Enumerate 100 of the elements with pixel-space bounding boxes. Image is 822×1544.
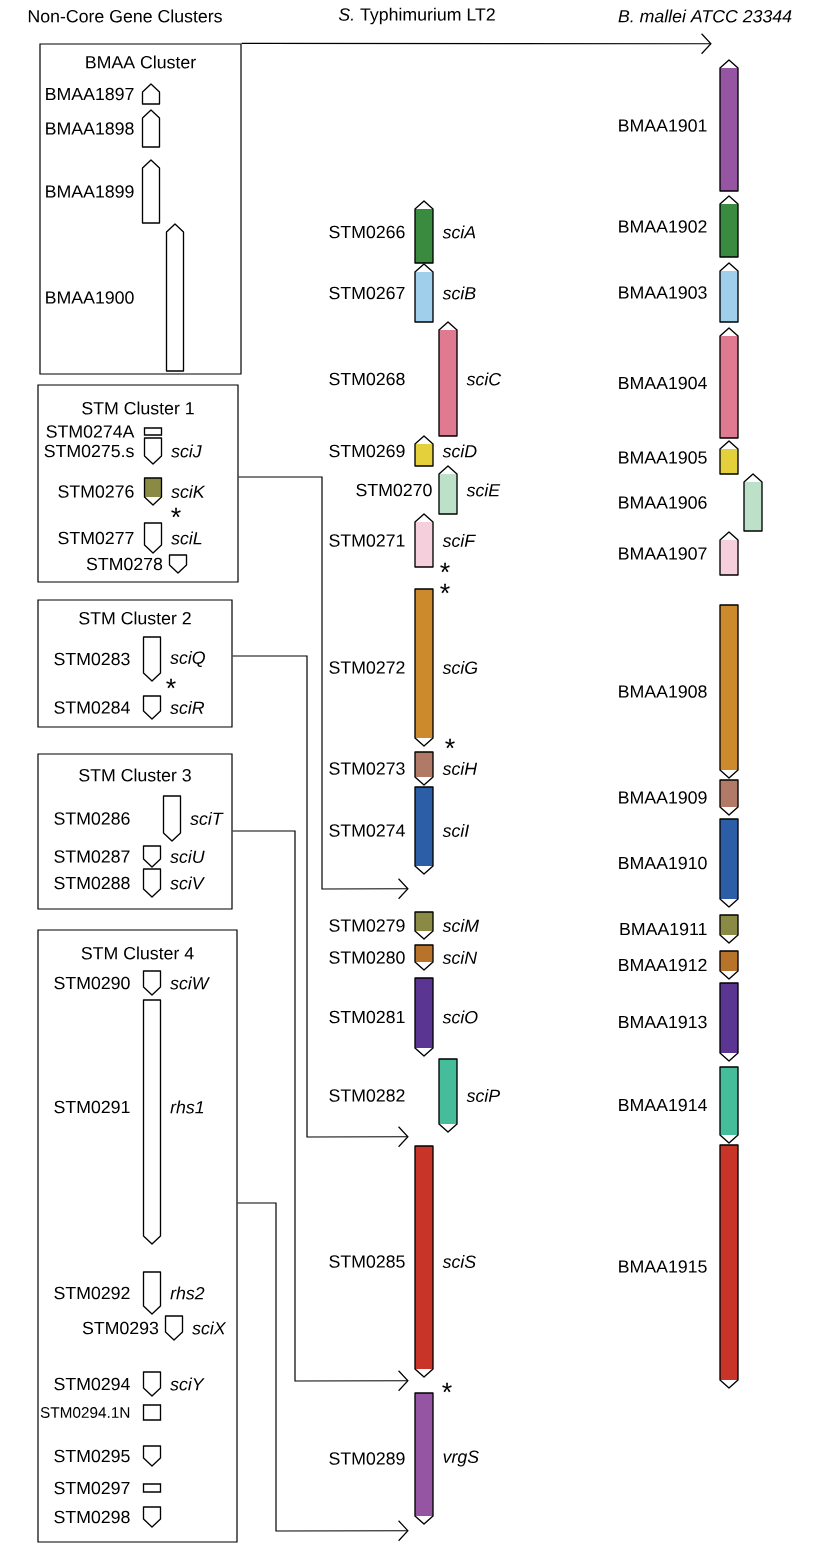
- gene-name: sciR: [170, 701, 205, 714]
- gene-name: sciX: [192, 1321, 227, 1335]
- gene-name: sciF: [442, 534, 476, 547]
- locus-label: STM0272: [329, 661, 405, 674]
- asterisk: *: [445, 738, 455, 749]
- gene-shape: [414, 751, 434, 786]
- column-heading: Non-Core Gene Clusters: [28, 9, 222, 23]
- locus-label: STM0271: [329, 534, 405, 547]
- gene-shape: [719, 440, 739, 475]
- gene-shape: [141, 109, 161, 148]
- gene-shape: [142, 1371, 162, 1397]
- locus-label: STM0290: [54, 976, 130, 990]
- gene-name: sciE: [466, 483, 501, 497]
- gene-name: sciP: [466, 1089, 500, 1102]
- gene-name: sciA: [442, 225, 476, 239]
- gene-name: sciY: [170, 1377, 205, 1391]
- locus-label: STM0289: [329, 1452, 405, 1465]
- gene-shape: [414, 588, 434, 747]
- gene-shape: [438, 465, 458, 515]
- locus-label: BMAA1899: [46, 185, 134, 198]
- gene-name: sciJ: [171, 444, 202, 458]
- asterisk: *: [171, 507, 181, 518]
- locus-label: STM0269: [329, 444, 405, 458]
- gene-shape: [719, 195, 739, 258]
- locus-label: STM0270: [356, 483, 432, 497]
- asterisk: *: [440, 562, 450, 573]
- locus-label: STM0294: [54, 1377, 130, 1391]
- locus-label: STM0275.s: [44, 444, 134, 458]
- gene-shape: [414, 435, 434, 467]
- locus-label: STM0284: [54, 701, 130, 714]
- gene-shape: [719, 982, 739, 1062]
- locus-label: STM0286: [54, 812, 130, 825]
- locus-label: BMAA1911: [620, 922, 707, 936]
- gene-name: sciM: [442, 919, 480, 932]
- gene-shape: [414, 977, 434, 1057]
- gene-name: sciH: [442, 762, 478, 775]
- gene-name: sciU: [170, 850, 205, 863]
- gene-name: sciK: [171, 485, 206, 498]
- gene-shape: [414, 911, 434, 940]
- connector-arrow: [238, 476, 409, 900]
- gene-shape: [719, 779, 739, 816]
- gene-shape: [719, 262, 739, 323]
- gene-shape: [719, 1144, 739, 1389]
- connector-arrow: [232, 655, 409, 1148]
- locus-label: STM0267: [329, 286, 405, 300]
- gene-name: sciN: [442, 951, 478, 964]
- gene-shape: [142, 636, 162, 682]
- gene-shape: [142, 1271, 162, 1315]
- gene-block: [143, 427, 163, 436]
- locus-label: STM0285: [329, 1255, 405, 1268]
- gene-shape: [143, 477, 163, 506]
- locus-label: STM0294.1N: [40, 1407, 130, 1418]
- gene-shape: [141, 83, 161, 105]
- gene-shape: [164, 1315, 184, 1341]
- locus-label: STM0276: [58, 485, 134, 498]
- locus-label: BMAA1907: [619, 547, 707, 560]
- gene-shape: [414, 200, 434, 264]
- gene-shape: [168, 554, 188, 574]
- locus-label: BMAA1901: [619, 119, 707, 132]
- gene-shape: [719, 59, 739, 192]
- locus-label: BMAA1912: [619, 958, 707, 972]
- gene-name: sciI: [442, 824, 469, 837]
- gene-name: sciT: [190, 812, 224, 825]
- locus-label: STM0287: [54, 850, 130, 863]
- asterisk: *: [166, 678, 176, 689]
- gene-name: sciD: [442, 444, 477, 458]
- gene-shape: [438, 321, 458, 437]
- gene-shape: [414, 1145, 434, 1378]
- gene-shape: [141, 159, 161, 224]
- gene-block: [142, 1483, 162, 1493]
- locus-label: STM0283: [54, 652, 130, 666]
- gene-name: rhs2: [170, 1286, 205, 1300]
- locus-label: BMAA1915: [619, 1260, 707, 1273]
- locus-label: STM0291: [54, 1100, 130, 1114]
- gene-shape: [719, 950, 739, 980]
- gene-shape: [414, 513, 434, 568]
- asterisk: *: [440, 583, 450, 594]
- locus-label: STM0273: [329, 762, 405, 775]
- locus-label: BMAA1898: [46, 122, 134, 135]
- locus-label: BMAA1905: [619, 451, 707, 464]
- gene-shape: [143, 437, 163, 465]
- gene-name: sciC: [466, 372, 502, 386]
- locus-label: STM0279: [329, 919, 405, 932]
- gene-name: sciO: [442, 1010, 478, 1024]
- gene-name: sciB: [442, 286, 476, 300]
- gene-name: sciG: [442, 661, 478, 674]
- locus-label: STM0292: [54, 1286, 130, 1300]
- gene-name: sciS: [442, 1255, 476, 1268]
- locus-label: STM0268: [329, 372, 405, 386]
- connector-arrow: [237, 1202, 409, 1542]
- locus-label: BMAA1904: [619, 376, 707, 390]
- gene-shape: [719, 1066, 739, 1144]
- gene-block: [142, 1404, 162, 1421]
- gene-shape: [414, 944, 434, 971]
- gene-shape: [165, 223, 185, 372]
- gene-name: vrgS: [443, 1450, 479, 1467]
- locus-label: STM0298: [54, 1510, 130, 1524]
- connector-arrow: [232, 830, 409, 1392]
- locus-label: STM0293: [82, 1321, 159, 1335]
- locus-label: STM0277: [58, 531, 134, 545]
